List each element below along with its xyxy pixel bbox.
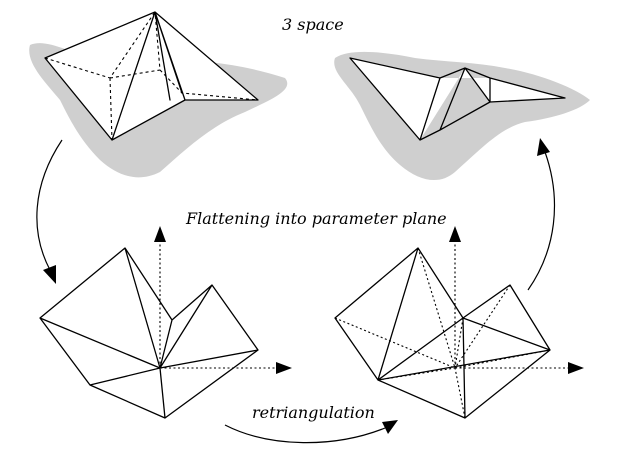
- retri-axis-y-head: [449, 226, 461, 242]
- label-3-space: 3 space: [282, 15, 344, 34]
- flat-edges: [39, 247, 259, 419]
- mesh-flattened: [39, 226, 292, 419]
- retri-axis-x-head: [568, 362, 584, 374]
- mesh-3d-original: [29, 11, 288, 178]
- flat-axis-x-head: [276, 362, 292, 374]
- arrow-flatten-head: [43, 265, 56, 284]
- edges-right: [349, 57, 566, 141]
- mesh-face-right: [350, 58, 565, 140]
- flat-face-left: [40, 248, 258, 418]
- arrow-retriangulate-curve: [224, 424, 386, 444]
- arrow-lift-head: [537, 138, 550, 156]
- hidden-edges-left: [44, 11, 259, 141]
- label-retriangulation: retriangulation: [252, 403, 375, 422]
- flow-arrows: [36, 138, 556, 444]
- flat-axis-y-head: [154, 226, 166, 242]
- mesh-face-left: [45, 12, 258, 140]
- mesh-3d-retriangulated: [334, 51, 590, 181]
- retri-new-edges: [334, 247, 551, 419]
- label-flattening: Flattening into parameter plane: [185, 209, 447, 228]
- retri-old-edges: [334, 247, 551, 419]
- arrow-retriangulate-head: [382, 420, 398, 434]
- arrow-lift-curve: [527, 151, 556, 291]
- mesh-flattened-retriangulated: [334, 226, 584, 419]
- edges-left: [44, 11, 259, 141]
- arrow-flatten-curve: [36, 139, 63, 271]
